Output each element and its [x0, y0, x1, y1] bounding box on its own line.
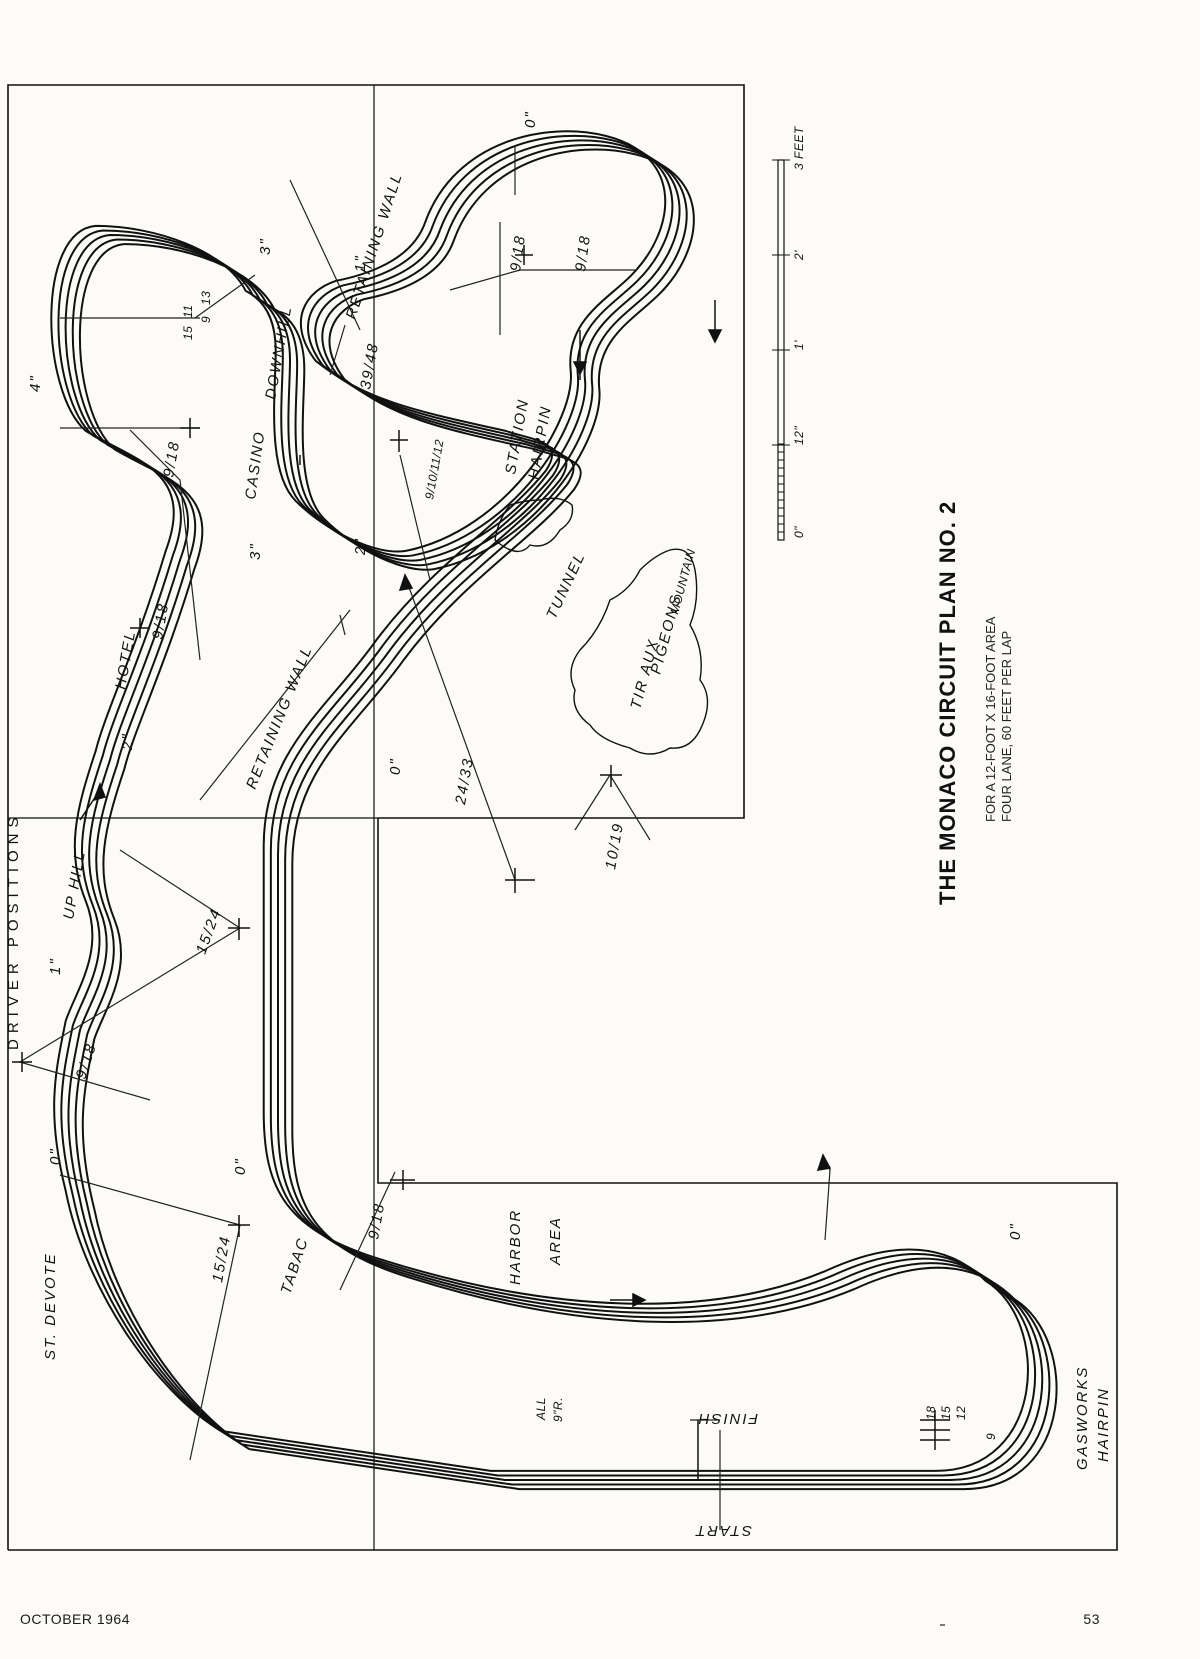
elev-gasworks: 0": [1007, 1222, 1024, 1240]
gasworks-radius-18: 18: [924, 1406, 938, 1420]
label-casino: CASINO: [242, 429, 269, 500]
radius-15-24-lower: 15/24: [209, 1234, 234, 1284]
gasworks-radius-12: 12: [954, 1406, 968, 1420]
label-tunnel: TUNNEL: [543, 549, 589, 621]
board-outline: [7, 84, 1118, 1551]
center-marks: [12, 245, 950, 1450]
radius-15-24-upper: 15/24: [193, 906, 225, 956]
label-area: AREA: [547, 1216, 564, 1266]
plan-subtitle-line2: FOUR LANE, 60 FEET PER LAP: [999, 631, 1014, 822]
direction-arrows: [79, 300, 832, 1480]
driver-positions-header: DRIVER POSITIONS: [5, 811, 22, 1050]
race-track: [50, 130, 1058, 1491]
footer-page-number: 53: [1083, 1611, 1100, 1627]
label-gasworks: GASWORKS: [1074, 1366, 1091, 1470]
label-mountain: MOUNTAIN: [667, 547, 698, 615]
elev-hotel: 2": [119, 732, 136, 751]
plan-title: THE MONACO CIRCUIT PLAN NO. 2: [935, 501, 960, 905]
elev-tunnel: 0": [387, 757, 404, 775]
label-start: START: [694, 1522, 752, 1539]
elevation-labels: 0" 0" 1" 2" 3" 4" 3" 1" 2" 0" 0" 0": [27, 110, 1024, 1240]
elev-retain-3: 3": [257, 237, 274, 255]
scale-label-0: 0": [792, 526, 806, 538]
scale-label-1ft: 1': [792, 340, 806, 350]
radius-9-18-tabac: 9/18: [365, 1201, 388, 1241]
radius-9-18-hotel: 9/18: [149, 601, 172, 641]
elev-retain-1: 1": [352, 254, 369, 272]
gasworks-radius-9: 9: [984, 1433, 998, 1440]
radius-11: 11: [181, 305, 195, 318]
construction-lines: [19, 145, 945, 1626]
label-gasworks-hairpin: HAIRPIN: [1095, 1387, 1112, 1462]
terrain-outlines: [494, 497, 709, 755]
label-uphill: UP HILL: [60, 849, 89, 921]
radius-9-18-casino: 9/18: [160, 439, 183, 479]
radius-15: 15: [181, 326, 195, 340]
scale-label-3ft: 3 FEET: [792, 125, 806, 170]
label-finish: FINISH: [697, 1410, 758, 1427]
radius-9-10-11-12: 9/10/11/12: [422, 438, 446, 500]
scale-label-2ft: 2': [792, 250, 806, 261]
radius-9-18-station-a: 9/18: [507, 233, 529, 272]
radius-9: 9: [199, 316, 213, 323]
track-lane-line-4: [71, 143, 1051, 1486]
radius-9-18-station-b: 9/18: [572, 233, 594, 272]
footer-issue-date: OCTOBER 1964: [20, 1611, 131, 1627]
title-block: THE MONACO CIRCUIT PLAN NO. 2 FOR A 12-F…: [935, 501, 1014, 905]
elev-uphill: 1": [47, 957, 64, 975]
label-harbor: HARBOR: [507, 1209, 524, 1285]
label-hotel: HOTEL: [112, 629, 139, 691]
elev-right: 0": [522, 110, 539, 128]
gasworks-radius-15: 15: [939, 1406, 953, 1420]
plan-subtitle-line1: FOR A 12-FOOT X 16-FOOT AREA: [983, 616, 998, 822]
label-nine-r: 9"R.: [551, 1397, 565, 1422]
label-tabac: TABAC: [278, 1235, 312, 1296]
elev-devote: 0": [47, 1147, 64, 1165]
elev-top: 4": [27, 374, 44, 392]
track-lane-line-1: [50, 130, 1029, 1472]
label-st-devote: ST. DEVOTE: [42, 1252, 59, 1360]
elev-casino: 3": [247, 542, 264, 560]
track-lane-line-5: [78, 148, 1058, 1491]
radius-10-19: 10/19: [602, 821, 627, 871]
radius-39-48: 39/48: [357, 341, 382, 391]
radius-labels: 9/18 15/24 15/24 9/18 9/18 24/33 10/19 3…: [73, 233, 998, 1440]
scale-bar: 0" 12" 1' 2' 3 FEET: [772, 125, 806, 541]
elev-tabac: 0": [232, 1157, 249, 1175]
label-all: ALL: [534, 1397, 548, 1421]
track-lane-line-2: [57, 134, 1037, 1477]
radius-13: 13: [199, 291, 213, 305]
radius-24-33: 24/33: [452, 756, 477, 807]
scale-label-12in: 12": [792, 426, 806, 445]
elev-station: 2": [352, 537, 369, 556]
